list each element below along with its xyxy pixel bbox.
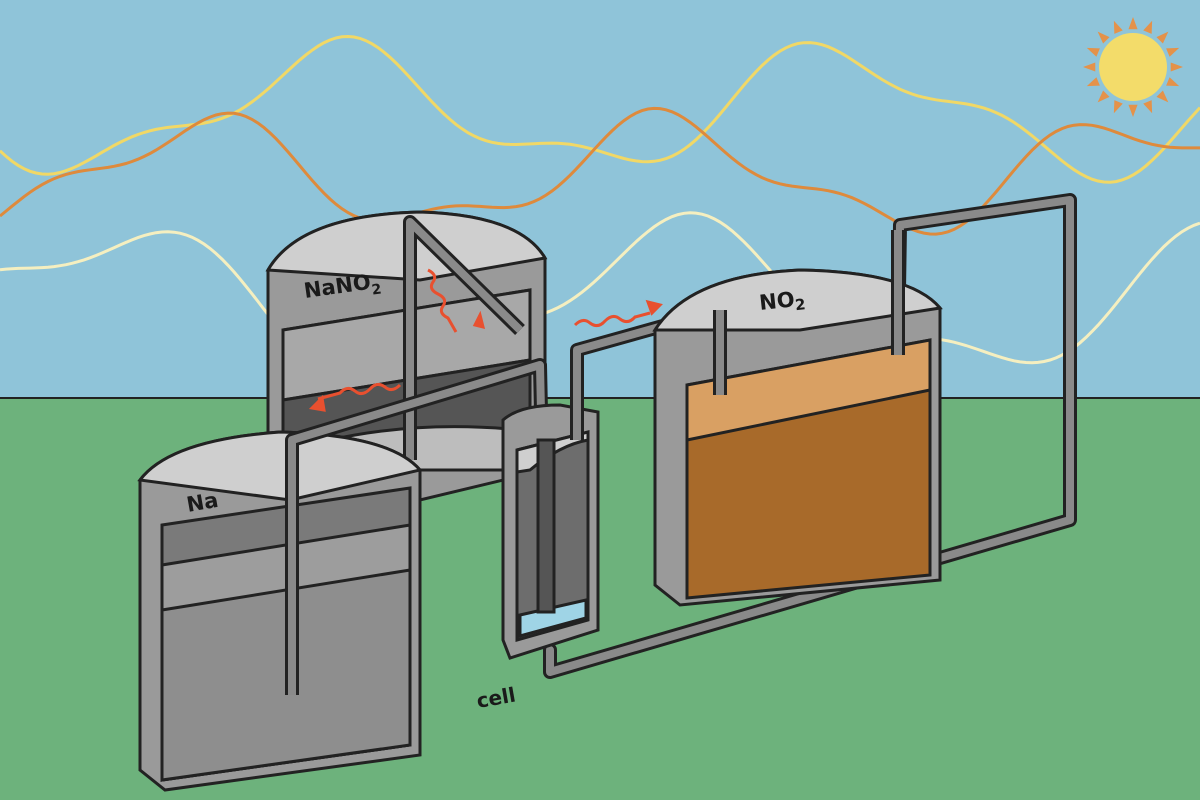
sun-ray: [1156, 31, 1169, 44]
sun-ray: [1083, 62, 1096, 72]
sun-ray: [1128, 17, 1138, 30]
sun-ray: [1097, 90, 1110, 103]
sun-ray: [1128, 104, 1138, 117]
solar-wave-yellow: [0, 34, 1200, 184]
arrow-head-icon: [645, 299, 663, 316]
sun-ray: [1166, 77, 1180, 87]
sodium-tank: [137, 430, 423, 792]
heat-arrow-left: [317, 382, 402, 401]
sodium-label: Na: [185, 488, 220, 517]
solar-wave-orange: [0, 106, 1200, 236]
sun-icon: [1083, 17, 1183, 117]
sun-ray: [1143, 100, 1153, 114]
sun-ray: [1166, 47, 1180, 57]
arrow-head-icon: [308, 394, 326, 412]
sun-ray: [1086, 47, 1100, 57]
heat-arrows: [308, 268, 663, 412]
sun-ray: [1113, 100, 1123, 114]
heat-arrow-right: [573, 311, 651, 328]
solar-wave-cream: [0, 211, 1200, 377]
no2-inlet-pipe: [713, 230, 905, 395]
arrow-head-icon: [472, 310, 486, 330]
electrochemical-cell: [501, 403, 600, 660]
sun-ray: [1156, 90, 1169, 103]
sun-ray: [1086, 77, 1100, 87]
nitrogen-dioxide-label: NO2: [758, 286, 806, 318]
nitrite-pipe: [403, 215, 525, 460]
sun-ray: [1113, 20, 1123, 34]
sun-ray: [1143, 20, 1153, 34]
heat-arrow-down: [427, 268, 458, 333]
sun-ray: [1097, 31, 1110, 44]
sun-ray: [1170, 62, 1183, 72]
sky: [0, 0, 1200, 398]
